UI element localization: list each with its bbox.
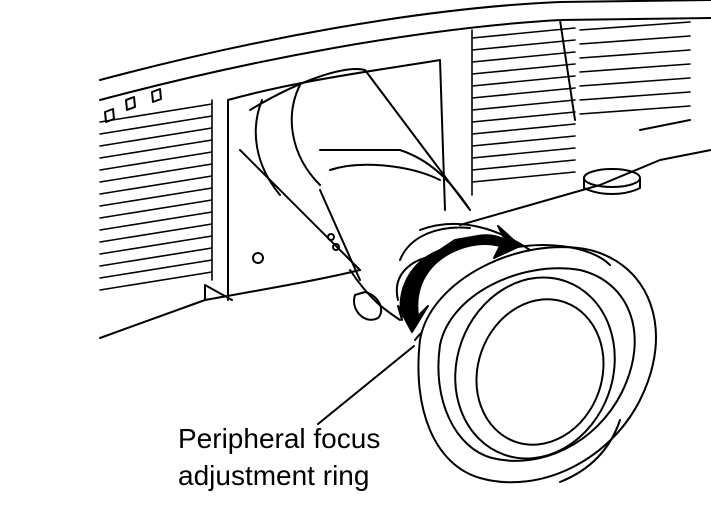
front-lens [417,244,657,484]
callout-label-line-1: Peripheral focus [178,423,381,454]
lens-barrel [239,68,471,321]
left-vent-grille [99,99,213,291]
right-vent-grille [471,21,691,196]
projector-body [99,0,711,339]
callout-leader-line [317,345,415,425]
rotation-arrow [397,225,521,333]
callout-label-line-2: adjustment ring [178,460,370,491]
